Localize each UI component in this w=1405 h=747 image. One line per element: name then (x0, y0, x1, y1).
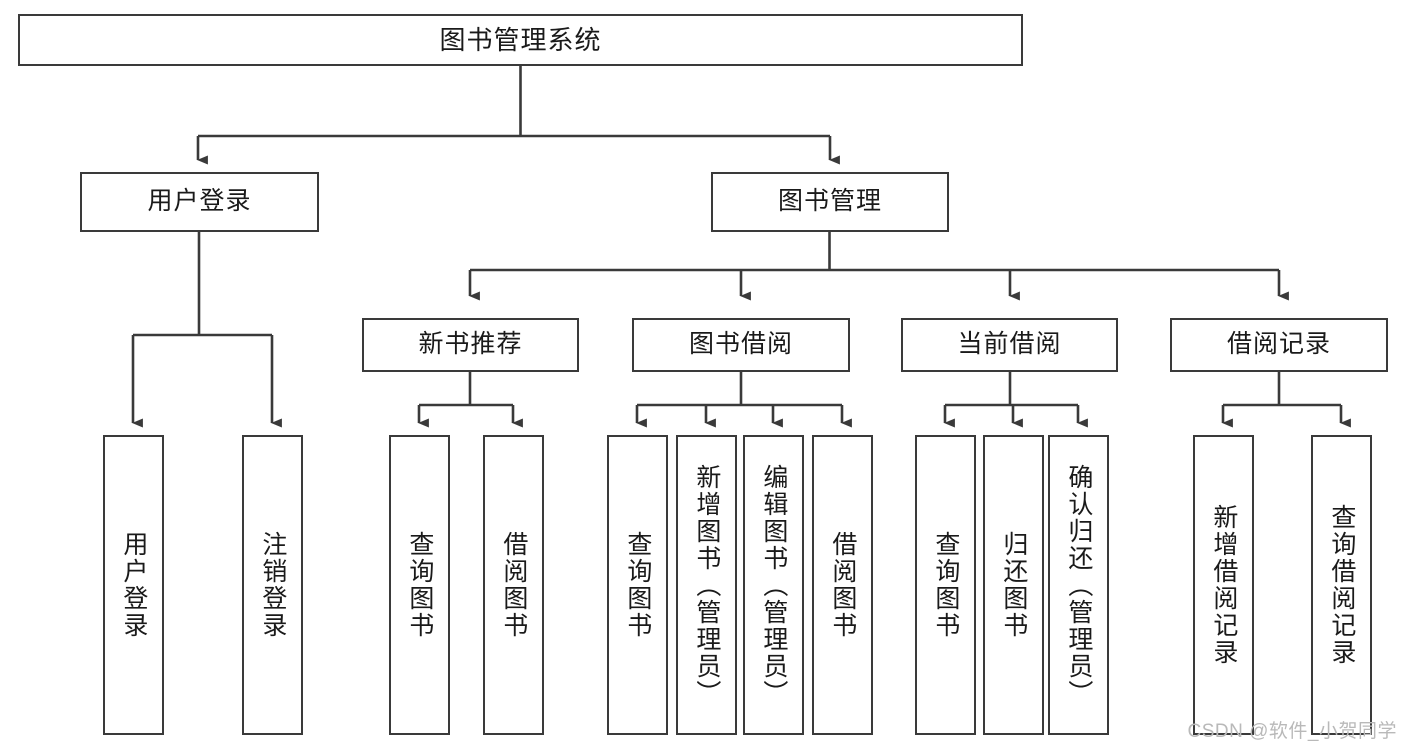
node-leaf-user-login-label: 用户登录 (119, 531, 148, 639)
node-book-borrow-label: 图书借阅 (688, 330, 793, 359)
node-book-management[interactable]: 图书管理 (711, 172, 949, 232)
node-leaf-query-record-label: 查询借阅记录 (1327, 504, 1356, 666)
node-leaf-query-record[interactable]: 查询借阅记录 (1311, 435, 1372, 735)
node-leaf-user-logout-label: 注销登录 (258, 531, 287, 639)
node-book-management-label: 图书管理 (777, 187, 882, 216)
node-leaf-query-book-2[interactable]: 查询图书 (607, 435, 668, 735)
node-leaf-return-book-label: 归还图书 (999, 531, 1028, 639)
node-leaf-return-book[interactable]: 归还图书 (983, 435, 1044, 735)
node-new-book-recommend[interactable]: 新书推荐 (362, 318, 579, 372)
node-leaf-add-record[interactable]: 新增借阅记录 (1193, 435, 1254, 735)
node-book-borrow[interactable]: 图书借阅 (632, 318, 850, 372)
node-leaf-user-logout[interactable]: 注销登录 (242, 435, 303, 735)
node-user-login[interactable]: 用户登录 (80, 172, 319, 232)
node-leaf-borrow-book-1[interactable]: 借阅图书 (483, 435, 544, 735)
node-current-borrow-label: 当前借阅 (957, 330, 1062, 359)
node-root-label: 图书管理系统 (439, 24, 602, 55)
csdn-watermark: CSDN @软件_小贺同学 (1187, 721, 1397, 742)
node-new-book-recommend-label: 新书推荐 (418, 330, 523, 359)
node-borrow-record[interactable]: 借阅记录 (1170, 318, 1388, 372)
node-leaf-query-book-1[interactable]: 查询图书 (389, 435, 450, 735)
node-leaf-add-record-label: 新增借阅记录 (1209, 504, 1238, 666)
node-leaf-edit-book-label: 编辑图书（管理员） (759, 463, 788, 707)
node-leaf-user-login[interactable]: 用户登录 (103, 435, 164, 735)
node-leaf-confirm-return[interactable]: 确认归还（管理员） (1048, 435, 1109, 735)
node-root-system[interactable]: 图书管理系统 (18, 14, 1023, 66)
node-leaf-confirm-return-label: 确认归还（管理员） (1064, 463, 1093, 707)
node-leaf-add-book-label: 新增图书（管理员） (692, 463, 721, 707)
node-leaf-query-book-3-label: 查询图书 (931, 531, 960, 639)
node-leaf-query-book-1-label: 查询图书 (405, 531, 434, 639)
node-leaf-borrow-book-1-label: 借阅图书 (499, 531, 528, 639)
node-leaf-add-book[interactable]: 新增图书（管理员） (676, 435, 737, 735)
node-leaf-query-book-2-label: 查询图书 (623, 531, 652, 639)
node-current-borrow[interactable]: 当前借阅 (901, 318, 1118, 372)
node-leaf-query-book-3[interactable]: 查询图书 (915, 435, 976, 735)
node-leaf-edit-book[interactable]: 编辑图书（管理员） (743, 435, 804, 735)
node-leaf-borrow-book-2-label: 借阅图书 (828, 531, 857, 639)
node-borrow-record-label: 借阅记录 (1226, 330, 1331, 359)
node-user-login-label: 用户登录 (147, 187, 252, 216)
node-leaf-borrow-book-2[interactable]: 借阅图书 (812, 435, 873, 735)
